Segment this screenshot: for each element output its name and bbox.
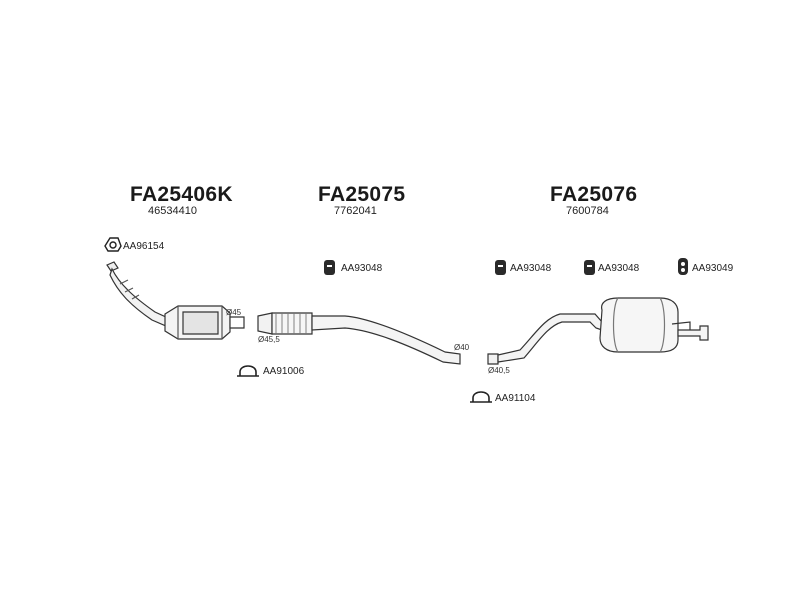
- oem-number-3: 7600784: [566, 205, 609, 217]
- rubber-hanger-icon: [324, 260, 335, 275]
- diameter-label: Ø45,5: [258, 335, 280, 344]
- gasket-label: AA96154: [123, 241, 165, 252]
- hanger-label-2: AA93048: [510, 263, 552, 274]
- assembly-code-1: FA25406K: [130, 183, 233, 206]
- rubber-hanger-icon: [495, 260, 506, 275]
- diameter-label: Ø40,5: [488, 366, 510, 375]
- rubber-hanger-icon: [678, 258, 688, 275]
- u-clamp-icon: [470, 391, 492, 403]
- diameter-label: Ø40: [454, 343, 470, 352]
- clamp-label-2: AA91104: [495, 393, 536, 404]
- oem-number-1: 46534410: [148, 205, 197, 217]
- rubber-hanger-icon: [584, 260, 595, 275]
- assembly-code-2: FA25075: [318, 183, 406, 206]
- diameter-label: Ø45: [226, 308, 242, 317]
- middle-pipe: [257, 312, 461, 365]
- hanger-label-1: AA93048: [341, 263, 383, 274]
- gasket-icon: [104, 237, 122, 252]
- catalytic-converter: [106, 261, 245, 340]
- oem-number-2: 7762041: [334, 205, 377, 217]
- rear-muffler: [487, 297, 709, 365]
- hanger-label-3: AA93048: [598, 263, 640, 274]
- u-clamp-icon: [237, 365, 259, 377]
- hanger-label-4: AA93049: [692, 263, 734, 274]
- clamp-label-1: AA91006: [263, 366, 305, 377]
- assembly-code-3: FA25076: [550, 183, 638, 206]
